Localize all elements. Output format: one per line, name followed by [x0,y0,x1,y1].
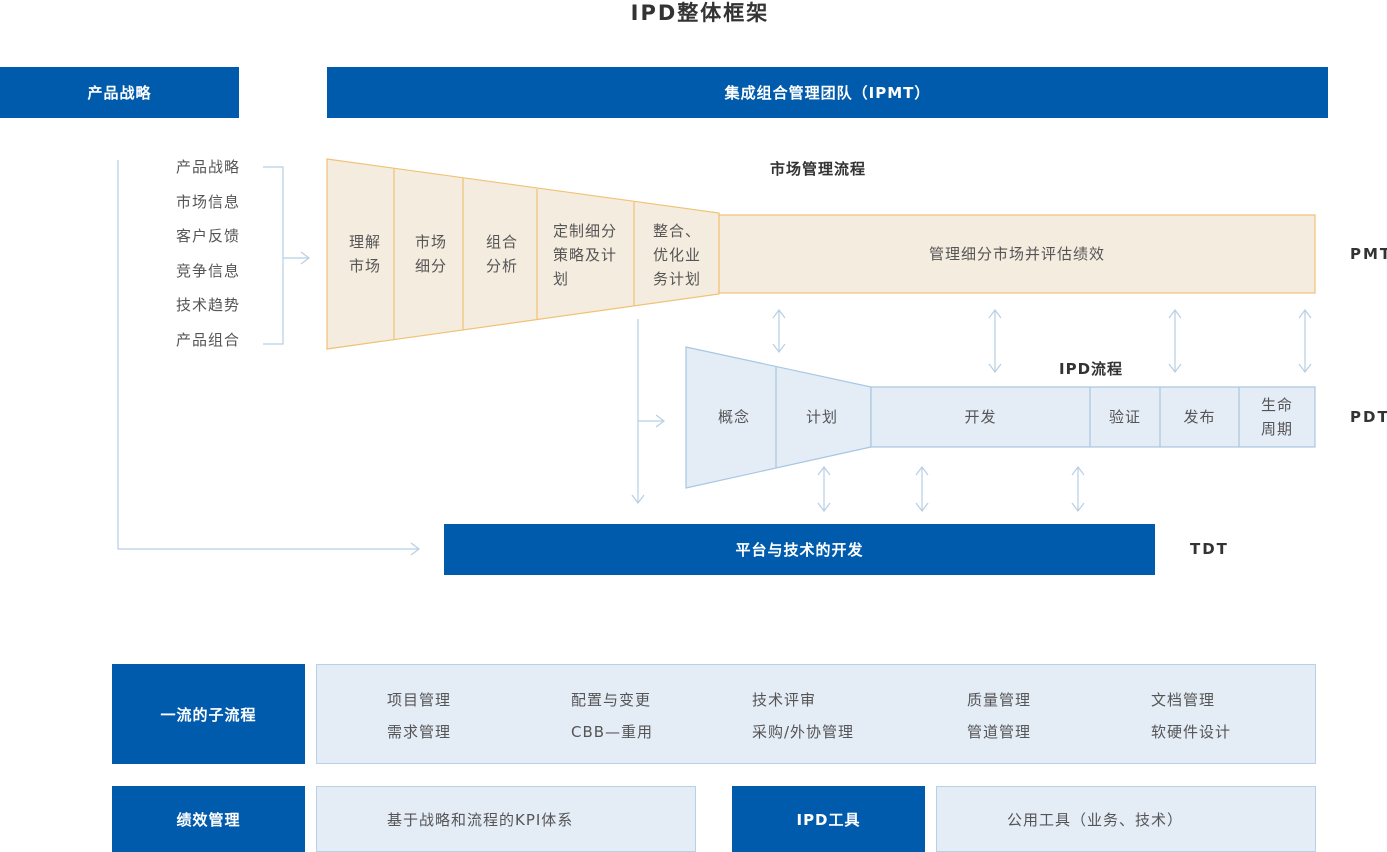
subprocess-content: 项目管理 配置与变更 技术评审 质量管理 文档管理 需求管理 CBB—重用 采购… [316,664,1316,764]
double-arrow-icon [817,466,831,512]
market-step-5: 整合、 优化业 务计划 [653,221,717,289]
framework-diagram [117,158,1316,556]
input-item: 技术趋势 [176,296,241,315]
page-title: IPD整体框架 [630,1,770,25]
market-funnel [326,158,720,350]
input-item: 市场信息 [176,192,241,211]
performance-box: 绩效管理 [112,786,305,852]
step-text: 整合、 [653,222,702,240]
market-to-tdt-connector [637,319,664,503]
step-text: 务计划 [653,270,702,288]
pdt-label: PDT [1350,408,1387,426]
ipd-step-plan: 计划 [805,408,838,426]
subprocess-item: CBB—重用 [571,723,654,741]
input-bracket [263,166,309,345]
step-text: 分析 [485,257,518,275]
tech-platform-bar: 平台与技术的开发 [444,524,1155,575]
subprocess-item: 配置与变更 [571,691,652,709]
subprocess-item: 采购/外协管理 [752,723,855,741]
product-strategy-label: 产品战略 [87,84,152,102]
double-arrow-icon [1168,309,1182,373]
double-arrow-icon [915,466,929,512]
subprocess-box: 一流的子流程 [112,664,305,764]
product-strategy-box: 产品战略 [0,67,239,118]
subprocess-label: 一流的子流程 [160,705,257,724]
step-text: 理解 [348,233,381,251]
step-text: 周期 [1260,420,1293,438]
ipd-tools-text: 公用工具（业务、技术） [1007,811,1184,829]
double-arrow-icon [772,309,786,353]
ipd-step-develop: 开发 [964,408,997,426]
double-arrow-icon [1298,309,1312,373]
step-text: 生命 [1260,396,1293,414]
double-arrow-icon [988,309,1002,373]
market-process-title: 市场管理流程 [770,160,867,178]
input-item: 客户反馈 [176,227,241,246]
ipd-tools-label: IPD工具 [796,810,861,829]
market-bar-label: 管理细分市场并评估绩效 [928,245,1105,263]
strategy-to-tdt-connector [117,160,419,550]
input-item: 竞争信息 [176,261,241,280]
pmt-label: PMT [1350,245,1387,263]
step-text: 市场 [414,233,447,251]
input-list: 产品战略 市场信息 客户反馈 竞争信息 技术趋势 产品组合 [176,157,240,365]
tdt-label: TDT [1190,540,1229,558]
step-text: 定制细分 [553,222,618,240]
ipmt-label: 集成组合管理团队（IPMT） [724,84,931,102]
ipmt-box: 集成组合管理团队（IPMT） [327,67,1328,118]
market-bar [718,214,1316,294]
market-step-4: 定制细分 策略及计 划 [553,221,633,289]
tech-platform-label: 平台与技术的开发 [735,541,864,559]
step-text: 划 [553,270,570,288]
subprocess-item: 管道管理 [967,723,1032,741]
ipd-bar [870,386,1316,448]
market-step-2: 市场 细分 [406,232,456,276]
market-step-3: 组合 分析 [477,232,527,276]
market-step-1: 理解 市场 [340,232,390,276]
arrow-head-right-icon [655,414,665,428]
performance-label: 绩效管理 [176,810,241,829]
performance-content: 基于战略和流程的KPI体系 [316,786,696,852]
ipd-step-lifecycle: 生命 周期 [1239,395,1315,439]
ipd-step-concept: 概念 [717,408,750,426]
subprocess-item: 软硬件设计 [1151,723,1232,741]
ipd-step-release: 发布 [1183,408,1216,426]
input-item: 产品组合 [176,330,241,349]
step-text: 策略及计 [553,246,618,264]
double-arrow-icon [1071,466,1085,512]
subprocess-item: 需求管理 [387,723,452,741]
step-text: 组合 [485,233,518,251]
subprocess-item: 技术评审 [752,691,817,709]
arrow-head-right-icon [300,251,310,265]
ipd-tools-content: 公用工具（业务、技术） [936,786,1316,852]
ipd-process-title: IPD流程 [1059,360,1124,378]
subprocess-item: 质量管理 [967,691,1032,709]
step-text: 市场 [348,257,381,275]
subprocess-item: 文档管理 [1151,691,1216,709]
ipd-tools-box: IPD工具 [732,786,925,852]
arrow-head-down-icon [631,494,645,504]
subprocess-item: 项目管理 [387,691,452,709]
step-text: 细分 [414,257,447,275]
performance-text: 基于战略和流程的KPI体系 [387,811,574,829]
input-item: 产品战略 [176,158,241,176]
step-text: 优化业 [653,246,702,264]
ipd-step-verify: 验证 [1108,408,1141,426]
arrow-head-right-icon [410,542,420,556]
